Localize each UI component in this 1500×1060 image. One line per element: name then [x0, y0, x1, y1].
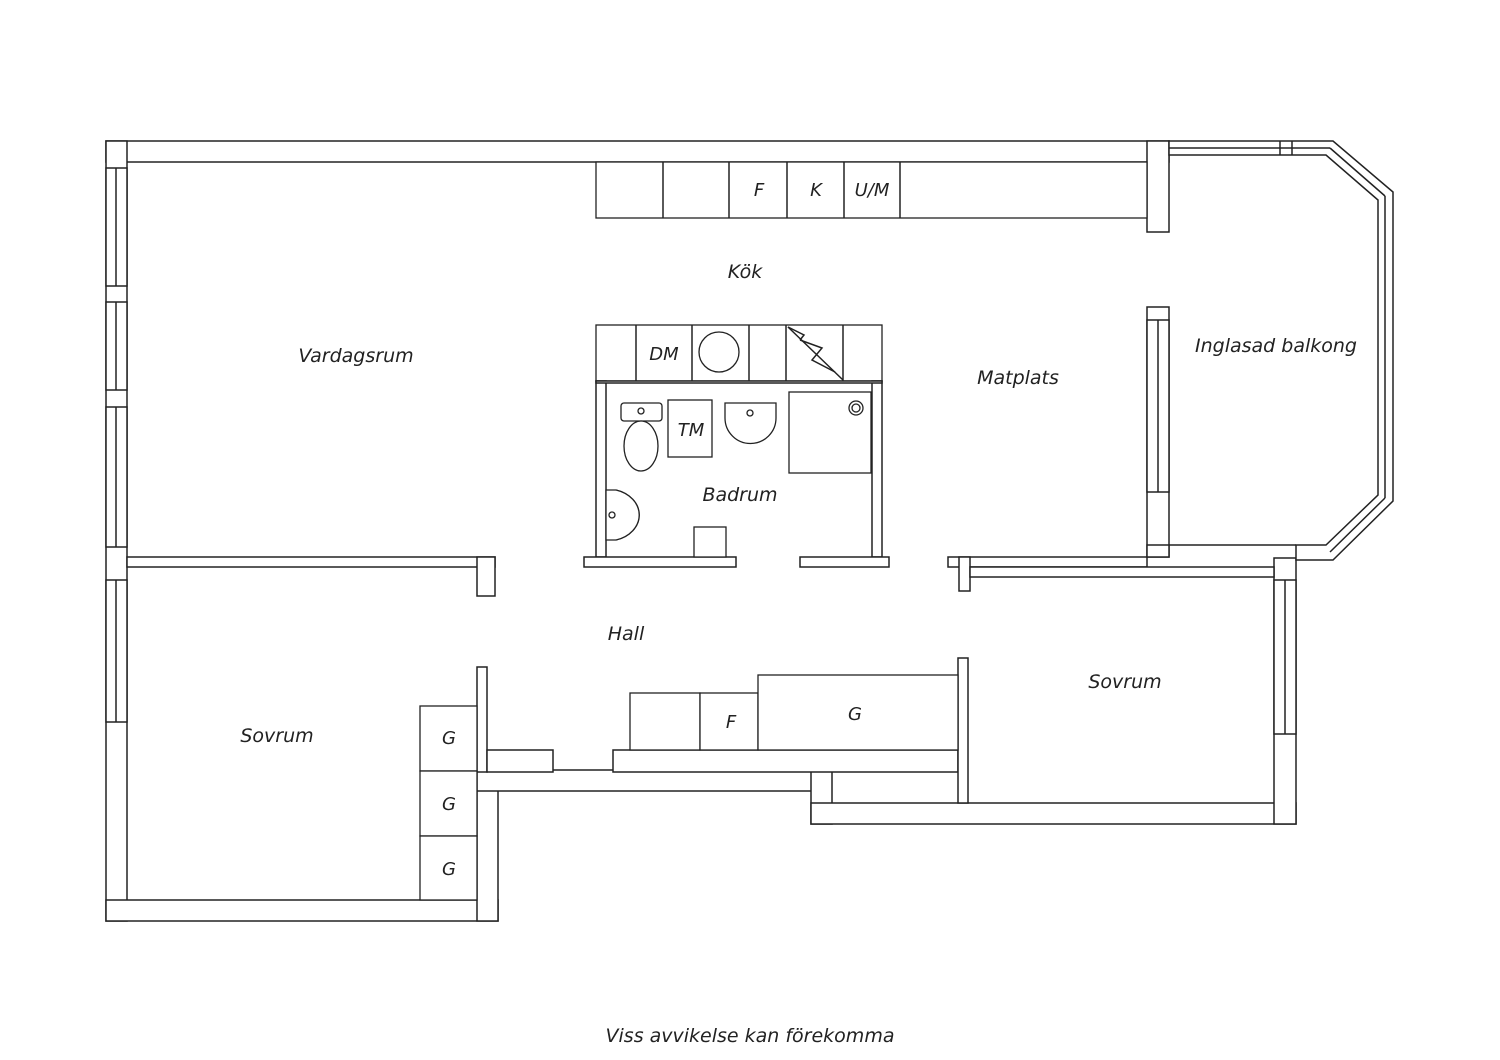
fixture-label-closet-g1: G: [442, 728, 456, 749]
room-label-matplats: Matplats: [977, 367, 1059, 389]
room-label-balkong: Inglasad balkong: [1195, 335, 1357, 357]
room-label-badrum: Badrum: [702, 484, 777, 506]
hall-wardrobes: [629, 674, 959, 751]
round-appliance-icon: [698, 331, 740, 373]
bin-box: [693, 526, 727, 558]
dryer-box: [667, 399, 713, 458]
washbasin-icon: [605, 489, 640, 541]
balcony-glazing: [1168, 140, 1394, 561]
sink-icon: [724, 402, 777, 445]
fixture-label-hall-g: G: [848, 704, 862, 725]
bedroom-closets: [419, 705, 478, 901]
room-label-vardagsrum: Vardagsrum: [298, 345, 413, 367]
fixture-label-hall-f: F: [726, 712, 737, 733]
fixture-label-closet-g2: G: [442, 794, 456, 815]
fixture-label-kitchen-f: F: [754, 180, 765, 201]
shower-icon: [788, 391, 872, 474]
fixture-label-kitchen-um: U/M: [855, 180, 890, 201]
stove-icon: [787, 326, 844, 381]
room-label-sovrum-left: Sovrum: [240, 725, 313, 747]
fixture-label-kitchen-k: K: [810, 180, 823, 201]
room-label-kok: Kök: [728, 261, 763, 283]
fixture-label-dm: DM: [649, 344, 679, 365]
toilet-icon: [620, 402, 663, 472]
windows: [105, 167, 1297, 735]
fixture-label-closet-g3: G: [442, 859, 456, 880]
room-label-hall: Hall: [608, 623, 645, 645]
room-label-sovrum-right: Sovrum: [1088, 671, 1161, 693]
fixture-label-tm: TM: [678, 420, 705, 441]
disclaimer-text: Viss avvikelse kan förekomma: [606, 1025, 895, 1047]
kitchen-counter: [595, 161, 1148, 219]
